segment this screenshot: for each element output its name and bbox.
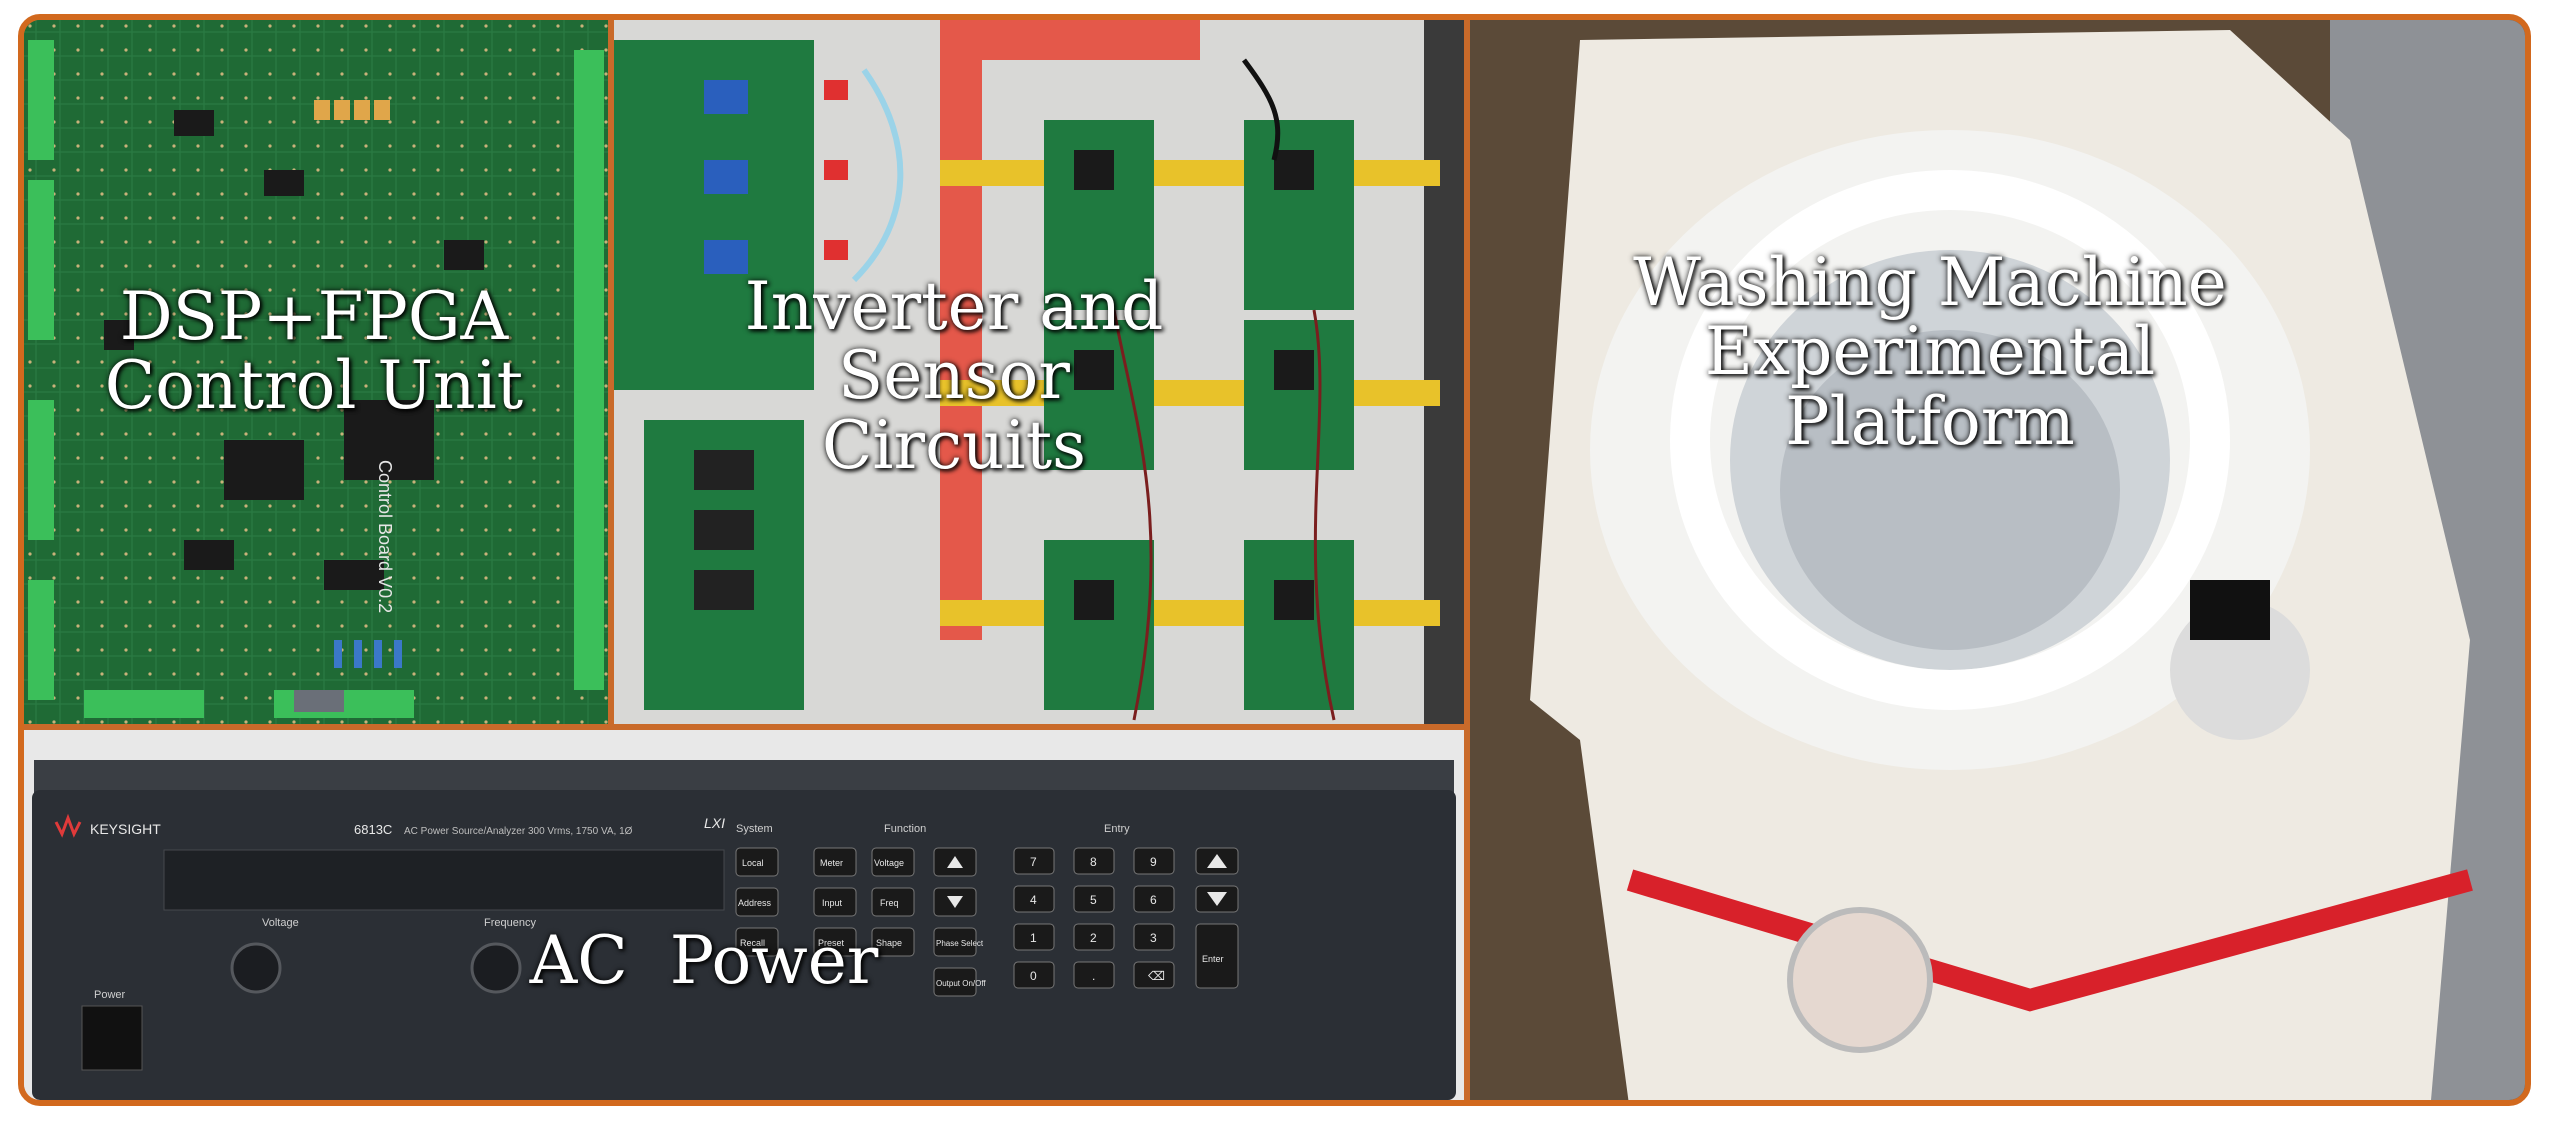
washing-machine-photo bbox=[1470, 20, 2525, 1100]
up-arrow-icon bbox=[947, 856, 963, 868]
washing-machine-label: Washing Machine Experimental Platform bbox=[1610, 248, 2250, 456]
key-3: 3 bbox=[1150, 931, 1157, 945]
voltage-knob-label: Voltage bbox=[262, 917, 299, 929]
key-dot: . bbox=[1092, 969, 1095, 983]
key-1: 1 bbox=[1030, 931, 1037, 945]
ac-power-panel: KEYSIGHT 6813C AC Power Source/Analyzer … bbox=[24, 730, 1464, 1100]
function-section-label: Function bbox=[884, 823, 926, 835]
ac-power-label: AC Power bbox=[529, 922, 879, 999]
function-button-shape: Shape bbox=[876, 938, 902, 948]
system-button-2: Address bbox=[738, 898, 772, 908]
key-4: 4 bbox=[1030, 893, 1037, 907]
entry-section-label: Entry bbox=[1104, 823, 1130, 835]
washing-machine-label-line1: Washing Machine bbox=[1633, 244, 2227, 321]
key-backspace: ⌫ bbox=[1148, 969, 1165, 983]
lxi-text: LXI bbox=[704, 815, 725, 831]
system-section-label: System bbox=[736, 823, 773, 835]
washing-machine-panel: Washing Machine Experimental Platform bbox=[1470, 20, 2525, 1100]
control-unit-panel: Control Board V0.2 DSP+FPGA Control Unit bbox=[24, 20, 608, 724]
inverter-label: Inverter and Sensor Circuits bbox=[704, 272, 1204, 480]
inverter-panel: Inverter and Sensor Circuits bbox=[614, 20, 1464, 724]
control-unit-label-line2: Control Unit bbox=[104, 347, 524, 425]
control-unit-label: DSP+FPGA Control Unit bbox=[94, 282, 534, 421]
control-board-photo: Control Board V0.2 bbox=[24, 20, 608, 724]
power-switch-icon bbox=[81, 1005, 143, 1071]
system-button-1: Local bbox=[742, 858, 764, 868]
photo-collage-frame: Control Board V0.2 DSP+FPGA Control Unit bbox=[18, 14, 2531, 1106]
inverter-label-line1: Inverter and bbox=[744, 268, 1164, 345]
washing-machine-label-line3: Platform bbox=[1785, 382, 2075, 460]
brand-text: KEYSIGHT bbox=[90, 821, 161, 837]
model-text: 6813C bbox=[354, 822, 392, 837]
key-5: 5 bbox=[1090, 893, 1097, 907]
key-7: 7 bbox=[1030, 855, 1037, 869]
control-unit-label-line1: DSP+FPGA bbox=[119, 278, 509, 355]
function-button-freq: Freq bbox=[880, 898, 899, 908]
frequency-knob-label: Frequency bbox=[484, 917, 536, 929]
power-label: Power bbox=[94, 989, 126, 1001]
function-button-meter: Meter bbox=[820, 858, 843, 868]
inverter-photo bbox=[614, 20, 1464, 724]
ac-power-source-photo: KEYSIGHT 6813C AC Power Source/Analyzer … bbox=[24, 730, 1464, 1100]
board-silkscreen: Control Board V0.2 bbox=[375, 460, 395, 613]
key-8: 8 bbox=[1090, 855, 1097, 869]
model-desc-text: AC Power Source/Analyzer 300 Vrms, 1750 … bbox=[404, 826, 633, 837]
function-button-voltage: Voltage bbox=[874, 858, 904, 868]
key-9: 9 bbox=[1150, 855, 1157, 869]
key-enter: Enter bbox=[1202, 954, 1224, 964]
washing-machine-label-line2: Experimental bbox=[1704, 313, 2156, 391]
key-0: 0 bbox=[1030, 969, 1037, 983]
inverter-label-line2: Sensor Circuits bbox=[821, 337, 1087, 484]
key-6: 6 bbox=[1150, 893, 1157, 907]
system-button-3: Recall bbox=[740, 938, 765, 948]
key-2: 2 bbox=[1090, 931, 1097, 945]
function-button-output: Output On/Off bbox=[936, 979, 986, 988]
down-arrow-icon bbox=[947, 896, 963, 908]
function-button-phase-select: Phase Select bbox=[936, 939, 984, 948]
function-button-input: Input bbox=[822, 898, 843, 908]
keysight-logo-icon bbox=[54, 813, 82, 838]
function-button-preset: Preset bbox=[818, 938, 845, 948]
